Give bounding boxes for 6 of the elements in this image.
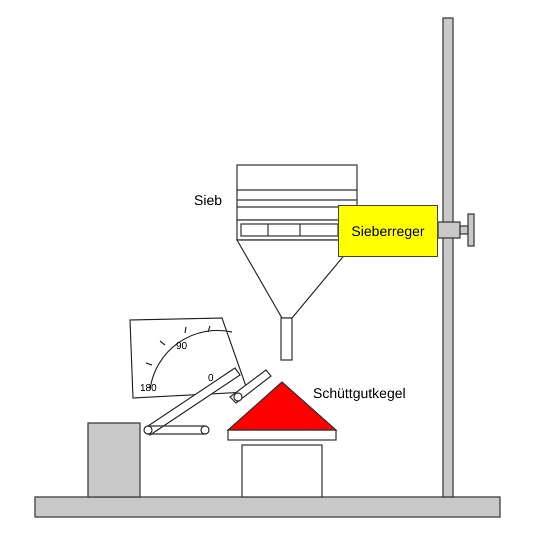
scale-label: 180 (140, 384, 157, 394)
part-label: Schüttgutkegel (313, 386, 406, 400)
scale-label: 90 (176, 342, 188, 352)
exciter-box: Sieberreger (338, 205, 438, 257)
part-label: Sieb (194, 193, 222, 207)
scale-label: 0 (208, 374, 214, 384)
